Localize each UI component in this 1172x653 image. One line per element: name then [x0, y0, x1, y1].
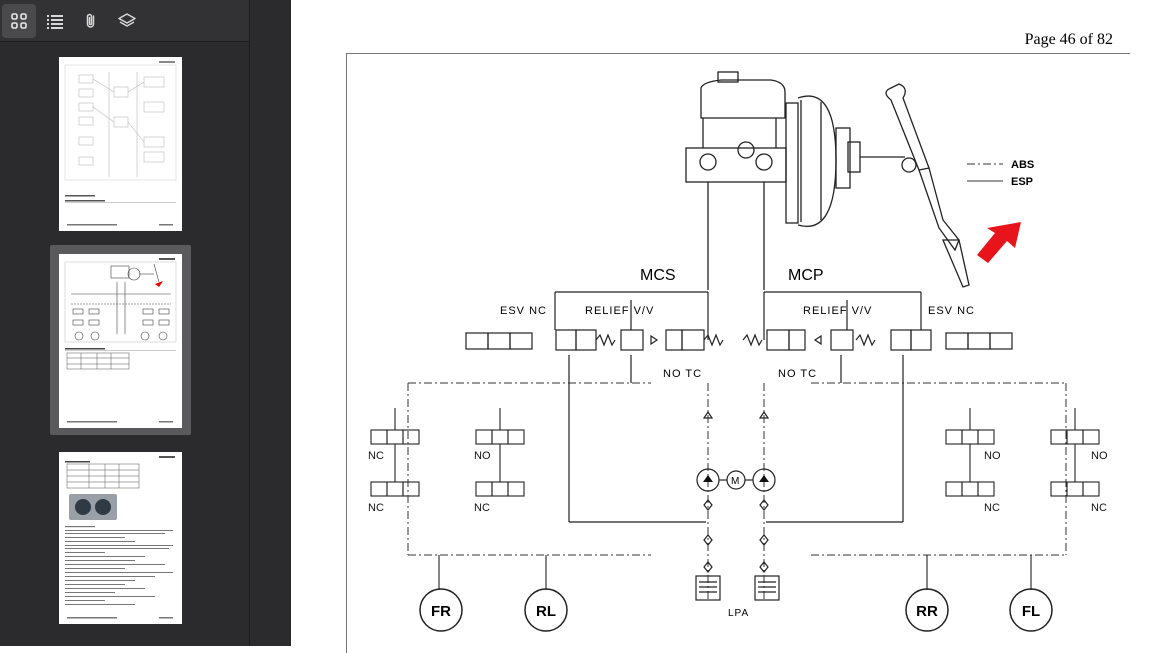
document-page: Page 46 of 82 [291, 0, 1172, 653]
valve-label: NC [368, 450, 384, 462]
thumbnails-icon [11, 12, 27, 29]
viewer-gutter [250, 0, 291, 646]
wheel-fl-label: FL [1022, 603, 1040, 620]
page-frame-top-rule [346, 53, 1130, 54]
wheel-rr-label: RR [916, 603, 938, 620]
attachments-button[interactable] [74, 4, 108, 38]
layers-button[interactable] [110, 4, 144, 38]
valve-label: NC [474, 502, 490, 514]
valve-label: NO [474, 450, 491, 462]
thumbnail-preview [64, 61, 177, 226]
valve-label: NC [984, 502, 1000, 514]
outline-list-icon [47, 14, 63, 29]
esv-nc-right-label: ESV NC [928, 305, 975, 317]
layers-icon [118, 12, 136, 27]
thumbnail-page-46[interactable] [59, 254, 182, 428]
esv-nc-left-label: ESV NC [500, 305, 547, 317]
wheel-rl-label: RL [536, 603, 556, 620]
legend-abs-label: ABS [1011, 159, 1034, 171]
legend-esp-label: ESP [1011, 176, 1033, 188]
thumbnails-button[interactable] [2, 3, 36, 38]
valve-label: NO [1091, 450, 1108, 462]
valve-label: NC [1091, 502, 1107, 514]
lpa-label: LPA [728, 608, 749, 619]
thumbnail-preview [65, 456, 175, 619]
mcp-label: MCP [788, 267, 824, 284]
wheel-fr-label: FR [431, 603, 451, 620]
sidebar-toolbar [0, 0, 249, 42]
attachment-icon [86, 13, 95, 28]
mcs-label: MCS [640, 267, 676, 284]
no-tc-left-label: NO TC [663, 368, 702, 380]
page-number-label: Page 46 of 82 [1024, 31, 1113, 48]
motor-label: M [731, 476, 739, 487]
thumbnail-preview [64, 258, 177, 423]
no-tc-right-label: NO TC [778, 368, 817, 380]
relief-left-label: RELIEF V/V [585, 305, 654, 317]
valve-label: NC [368, 502, 384, 514]
outline-button[interactable] [38, 4, 72, 38]
valve-label: NO [984, 450, 1001, 462]
relief-right-label: RELIEF V/V [803, 305, 872, 317]
thumbnail-sidebar [0, 0, 250, 646]
page-frame-left-rule [346, 53, 347, 653]
hydraulic-circuit-diagram: ABS ESP MCS MCP ESV NC RELIEF V/V RELIEF… [368, 71, 1108, 632]
thumbnail-page-45[interactable] [59, 57, 182, 231]
thumbnail-page-47[interactable] [59, 452, 182, 624]
